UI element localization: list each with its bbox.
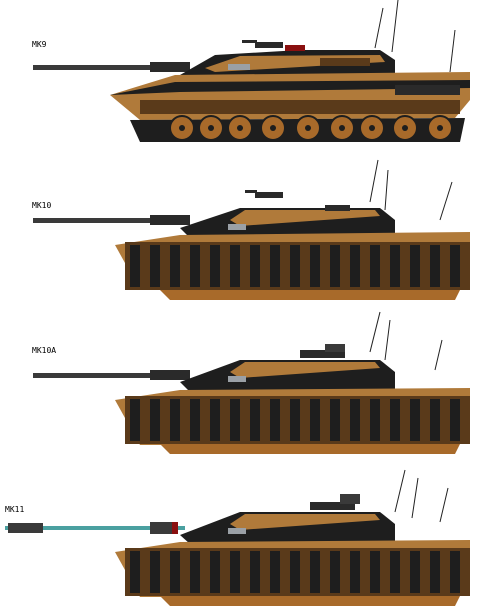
tank-mk11-illustration [5, 469, 470, 606]
tank-mk10-illustration [33, 159, 470, 300]
skirt-armor [130, 245, 460, 287]
skirt-armor [130, 551, 460, 593]
tank-variant-mk10: MK10 [0, 150, 480, 310]
variant-label: MK10 [32, 201, 52, 210]
tank-variant-mk11: MK11 [0, 460, 480, 608]
tank-mk9-illustration [33, 0, 470, 142]
skirt-armor [130, 399, 460, 441]
tank-variant-mk9: MK9 [0, 0, 480, 150]
tank-mk10a-illustration [33, 311, 470, 454]
variant-label: MK10A [32, 346, 57, 355]
variant-label: MK9 [32, 40, 47, 49]
variant-label: MK11 [5, 505, 25, 514]
tank-variant-mk10a: MK10A [0, 310, 480, 460]
